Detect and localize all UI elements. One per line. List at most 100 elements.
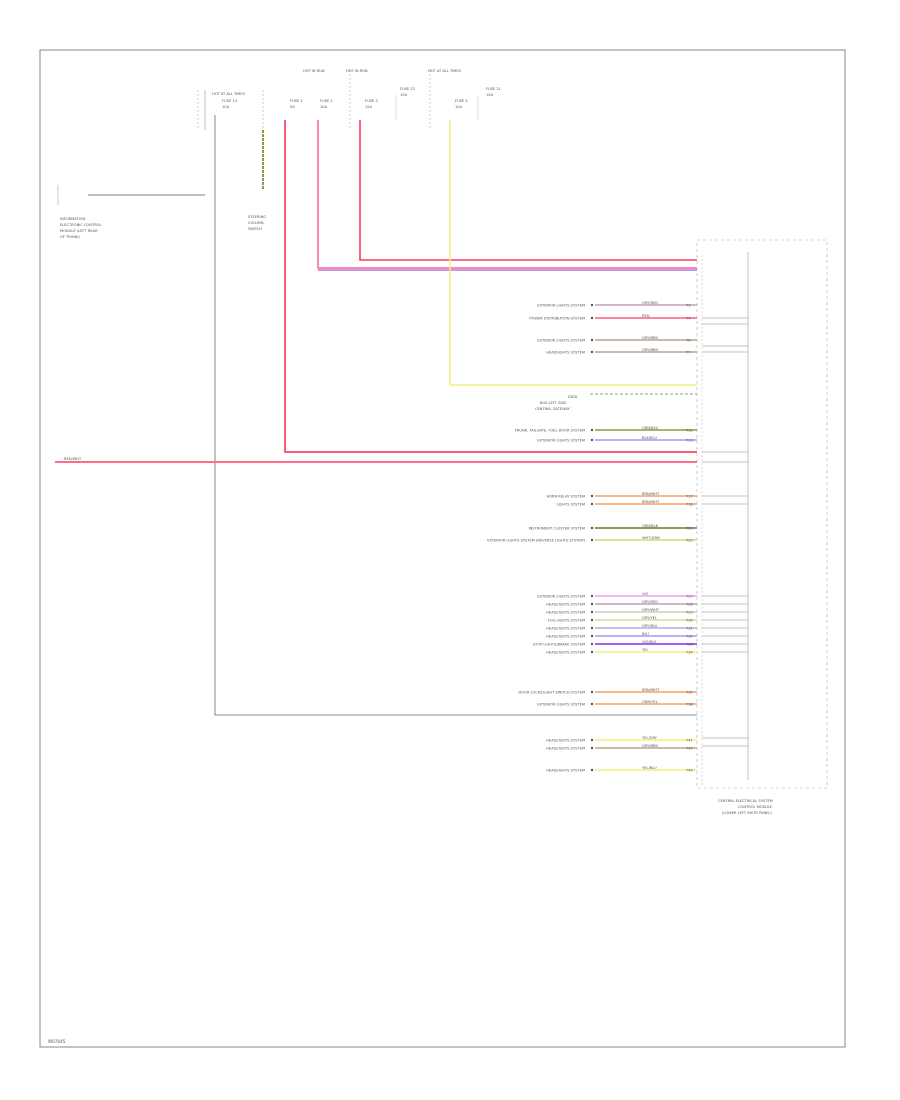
circuit-wire-label-8: GRN/BLK: [642, 524, 659, 528]
connector-dot-16: [590, 642, 594, 646]
connector-dot-8: [590, 526, 594, 530]
circuit-pin-label-17: T34: [685, 650, 693, 654]
circuit-label-3: HEADLIGHTS SYSTEM: [546, 350, 585, 354]
wire-pink-fuse2: [317, 120, 697, 269]
circuit-label-21: HEADLIGHTS SYSTEM: [546, 746, 585, 750]
central-module-outline: [696, 239, 828, 789]
steering-label-3: SWITCH: [248, 227, 262, 231]
circuit-pin-label-14: T31: [685, 626, 693, 630]
wire-red-fuse1: [284, 120, 697, 453]
circuit-wire-label-20: YEL/GRY: [642, 736, 658, 740]
fuse-hot-label-2: HOT IN RUN: [303, 69, 325, 73]
circuit-label-5: EXTERIOR LIGHTS SYSTEM: [537, 438, 585, 442]
circuit-label-7: LIGHTS SYSTEM: [557, 502, 586, 506]
connector-dot-10: [590, 594, 594, 598]
circuit-pin-label-19: T38: [685, 702, 693, 706]
circuit-wire-label-3: GRY/BRN: [642, 348, 658, 352]
module-label-3: (LOWER LEFT INSTR PANEL): [722, 811, 772, 815]
circuit-label-2: EXTERIOR LIGHTS SYSTEM: [537, 338, 585, 342]
connector-dot-6: [590, 494, 594, 498]
circuit-pin-label-2: T6: [685, 338, 691, 342]
circuit-pin-label-7: T18: [685, 502, 693, 506]
circuit-label-19: EXTERIOR LIGHTS SYSTEM: [537, 702, 585, 706]
connector-dot-15: [590, 634, 594, 638]
connector-dot-22: [590, 768, 594, 772]
fuse-amp-2: 10A: [320, 105, 328, 109]
circuit-wire-label-11: GRY/RED: [642, 600, 658, 604]
circuit-wire-label-14: GRY/BLU: [642, 624, 658, 628]
connector-dot-21: [590, 746, 594, 750]
connector-dot-11: [590, 602, 594, 606]
circuit-wire-label-6: BRN/WHT: [642, 492, 660, 496]
fuse-amp-5: 10A: [455, 105, 463, 109]
circuit-label-11: HEADLIGHTS SYSTEM: [546, 602, 585, 606]
circuit-pin-label-9: T22: [685, 538, 693, 542]
circuit-wire-label-10: VIO: [642, 592, 649, 596]
connector-dot-19: [590, 702, 594, 706]
left-module-label-3: MODULE (LEFT REAR: [60, 229, 98, 233]
circuit-label-10: EXTERIOR LIGHTS SYSTEM: [537, 594, 585, 598]
circuit-pin-label-3: T7: [685, 350, 690, 354]
fuse-label-2: FUSE 2: [320, 99, 333, 103]
circuit-pin-label-10: T27: [685, 594, 693, 598]
circuit-wire-label-2: GRY/BRN: [642, 336, 658, 340]
circuit-wire-label-12: GRY/WHT: [642, 608, 660, 612]
circuit-pin-label-20: T41: [685, 738, 693, 742]
circuit-label-22: HEADLIGHTS SYSTEM: [546, 768, 585, 772]
circuit-label-0: EXTERIOR LIGHTS SYSTEM: [537, 303, 585, 307]
connector-dot-9: [590, 538, 594, 542]
circuit-wire-label-18: BRN/WHT: [642, 688, 660, 692]
connector-dot-5: [590, 438, 594, 442]
circuit-wire-label-21: GRY/BRN: [642, 744, 658, 748]
circuit-wire-label-5: BLK/BLU: [642, 436, 657, 440]
wire-red-fuse3: [359, 120, 697, 261]
circuit-pin-label-6: T17: [685, 494, 693, 498]
fuse-label-21: FUSE 21: [486, 87, 501, 91]
connector-dot-1: [590, 316, 594, 320]
left-module-label-1: INFORMATION: [60, 217, 86, 221]
circuit-wire-label-9: WHT/GRN: [642, 536, 660, 540]
fuse-amp-1: 5A: [290, 105, 295, 109]
circuit-label-4: TRUNK, TAILGATE, FUEL DOOR SYSTEM: [514, 428, 585, 432]
circuit-label-15: HEADLIGHTS SYSTEM: [546, 634, 585, 638]
steering-label-1: STEERING: [248, 215, 266, 219]
circuit-pin-label-4: T12: [685, 428, 693, 432]
circuit-wire-label-22: YEL/BLU: [642, 766, 657, 770]
connector-dot-14: [590, 626, 594, 630]
connector-dot-0: [590, 303, 594, 307]
connector-dot-17: [590, 650, 594, 654]
circuit-label-12: HEADLIGHTS SYSTEM: [546, 610, 585, 614]
fuse-block: [197, 70, 479, 130]
circuit-pin-label-5: T13: [685, 438, 693, 442]
data-bus-label-1: DATA: [568, 395, 578, 399]
connector-dot-4: [590, 428, 594, 432]
module-label-1: CENTRAL ELECTRICAL SYSTEM: [718, 799, 773, 803]
circuit-label-20: HEADLIGHTS SYSTEM: [546, 738, 585, 742]
circuit-wire-label-1: RED: [642, 314, 650, 318]
circuit-pin-label-1: T4: [685, 316, 691, 320]
data-bus-label-3: CENTRAL GATEWAY: [535, 407, 571, 411]
connector-dot-20: [590, 738, 594, 742]
circuit-label-9: EXTERIOR LIGHTS SYSTEM (REVERSE LIGHTS S…: [487, 538, 585, 542]
fuse-label-14: FUSE 14: [222, 99, 238, 103]
circuit-label-8: INSTRUMENT CLUSTER SYSTEM: [529, 526, 585, 530]
circuit-label-18: DOOR LOCKS/LIGHT SWITCH SYSTEM: [518, 690, 585, 694]
connector-dot-2: [590, 338, 594, 342]
fuse-amp-3: 15A: [365, 105, 373, 109]
circuit-label-17: HEADLIGHTS SYSTEM: [546, 650, 585, 654]
steering-label-2: COLUMN: [248, 221, 264, 225]
diagram-code: W07045: [48, 1039, 66, 1044]
fuse-label-22: FUSE 22: [400, 87, 415, 91]
fuse-amp-22: 15A: [400, 93, 408, 97]
circuit-wire-label-19: ORN/YEL: [642, 700, 658, 704]
circuit-wire-label-16: VIO/BLK: [642, 640, 657, 644]
circuit-wire-label-13: GRY/YEL: [642, 616, 657, 620]
circuit-pin-label-13: T30: [685, 618, 693, 622]
circuit-label-13: FOG LIGHTS SYSTEM: [548, 618, 585, 622]
connector-dot-3: [590, 350, 594, 354]
left-module-label-2: ELECTRONIC CONTROL: [60, 223, 102, 227]
module-label-2: CONTROL MODULE: [738, 805, 773, 809]
circuit-label-16: STOP LIGHTS/BRAKE SYSTEM: [533, 642, 585, 646]
connector-dot-12: [590, 610, 594, 614]
